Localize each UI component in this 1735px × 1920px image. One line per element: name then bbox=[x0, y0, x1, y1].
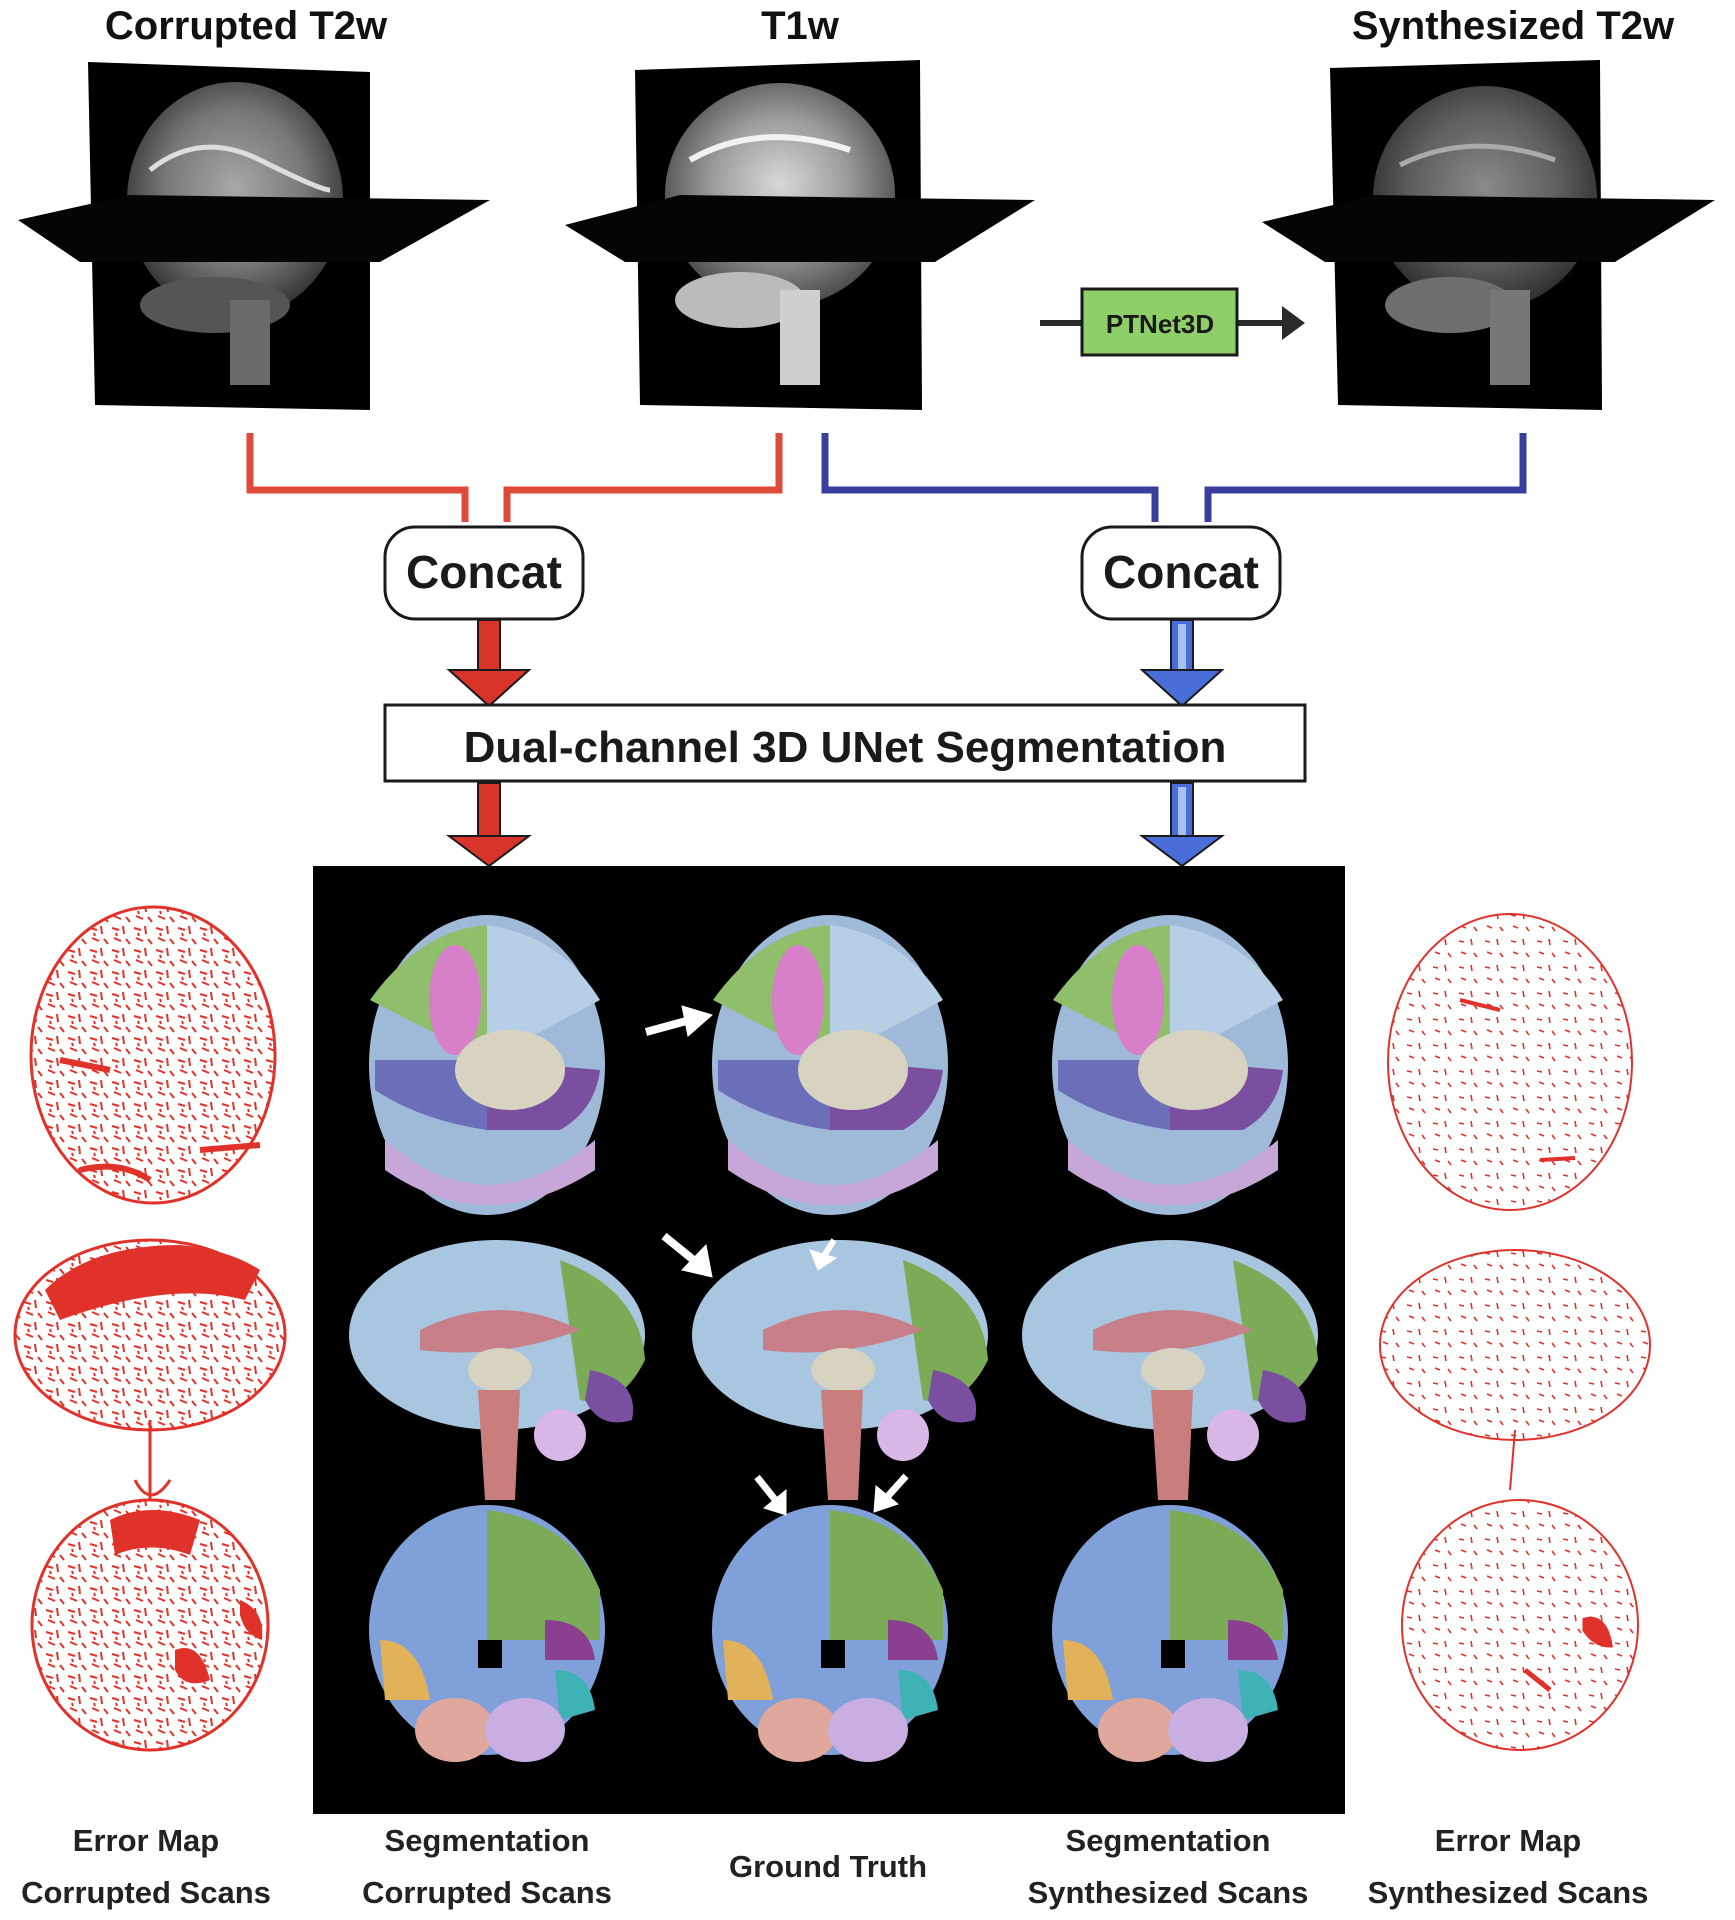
segmentation-label: Dual-channel 3D UNet Segmentation bbox=[464, 723, 1227, 772]
seg-synthesized-axial bbox=[1052, 915, 1288, 1215]
seg-synthesized-coronal bbox=[1052, 1505, 1288, 1762]
error-map-synthesized-axial bbox=[1387, 913, 1633, 1211]
segmentation-box: Dual-channel 3D UNet Segmentation bbox=[383, 703, 1307, 783]
caption-segmentation-corrupted: Segmentation Corrupted Scans bbox=[362, 1815, 612, 1919]
title-corrupted-t2w: Corrupted T2w bbox=[104, 4, 388, 48]
caption-segmentation-synthesized: Segmentation Synthesized Scans bbox=[1028, 1815, 1309, 1919]
synthesized-connector bbox=[821, 433, 1527, 522]
title-t1w: T1w bbox=[761, 4, 839, 48]
error-map-corrupted-axial bbox=[29, 905, 277, 1205]
caption-segmentation-corrupted-line2: Corrupted Scans bbox=[362, 1875, 612, 1910]
seg-synthesized-sagittal bbox=[1022, 1240, 1318, 1500]
blue-arrow-lower bbox=[1139, 782, 1225, 868]
ptnet3d-label: PTNet3D bbox=[1106, 309, 1214, 339]
caption-error-map-synthesized-line1: Error Map bbox=[1434, 1823, 1582, 1858]
seg-ground-truth-coronal bbox=[712, 1505, 948, 1762]
caption-segmentation-synthesized-line2: Synthesized Scans bbox=[1027, 1875, 1309, 1910]
caption-error-map-corrupted: Error Map Corrupted Scans bbox=[21, 1815, 271, 1919]
concat-left-box: Concat bbox=[383, 525, 585, 621]
pointer-arrows bbox=[644, 1005, 909, 1516]
arrow-sagittal-top bbox=[809, 1238, 838, 1271]
error-map-synthesized-sagittal bbox=[1379, 1249, 1651, 1491]
error-map-corrupted-sagittal bbox=[13, 1238, 287, 1500]
red-arrow-upper bbox=[446, 619, 532, 708]
red-arrow-lower bbox=[446, 782, 532, 868]
error-map-synthesized-coronal bbox=[1401, 1499, 1639, 1751]
arrow-coronal-right bbox=[873, 1473, 909, 1513]
caption-error-map-synthesized: Error Map Synthesized Scans bbox=[1368, 1815, 1649, 1919]
t1w-volume bbox=[565, 60, 1035, 410]
corrupted-t2w-volume bbox=[18, 62, 490, 410]
seg-ground-truth-sagittal bbox=[692, 1240, 988, 1500]
title-synthesized-t2w: Synthesized T2w bbox=[1351, 4, 1675, 48]
seg-corrupted-coronal bbox=[369, 1505, 605, 1762]
blue-arrow-upper bbox=[1139, 619, 1225, 708]
arrow-sagittal-left bbox=[661, 1232, 713, 1278]
arrow-coronal-left bbox=[754, 1474, 787, 1516]
seg-ground-truth-axial bbox=[712, 915, 948, 1215]
caption-segmentation-corrupted-line1: Segmentation bbox=[384, 1823, 590, 1858]
caption-error-map-synthesized-line2: Synthesized Scans bbox=[1367, 1875, 1649, 1910]
seg-corrupted-sagittal bbox=[349, 1240, 645, 1500]
seg-corrupted-axial bbox=[369, 915, 605, 1215]
concat-right-label: Concat bbox=[1103, 546, 1259, 598]
caption-error-map-corrupted-line1: Error Map bbox=[72, 1823, 220, 1858]
ptnet3d-arrow: PTNet3D bbox=[1040, 287, 1305, 357]
concat-left-label: Concat bbox=[406, 546, 562, 598]
caption-ground-truth: Ground Truth bbox=[728, 1849, 928, 1884]
synthesized-t2w-volume bbox=[1262, 60, 1715, 410]
ptnet3d-box bbox=[1080, 287, 1239, 357]
corrupted-connector bbox=[246, 433, 783, 522]
caption-segmentation-synthesized-line1: Segmentation bbox=[1065, 1823, 1271, 1858]
error-map-corrupted-coronal bbox=[30, 1498, 270, 1752]
arrow-axial bbox=[644, 1005, 714, 1037]
concat-right-box: Concat bbox=[1080, 525, 1282, 621]
caption-error-map-corrupted-line2: Corrupted Scans bbox=[21, 1875, 271, 1910]
